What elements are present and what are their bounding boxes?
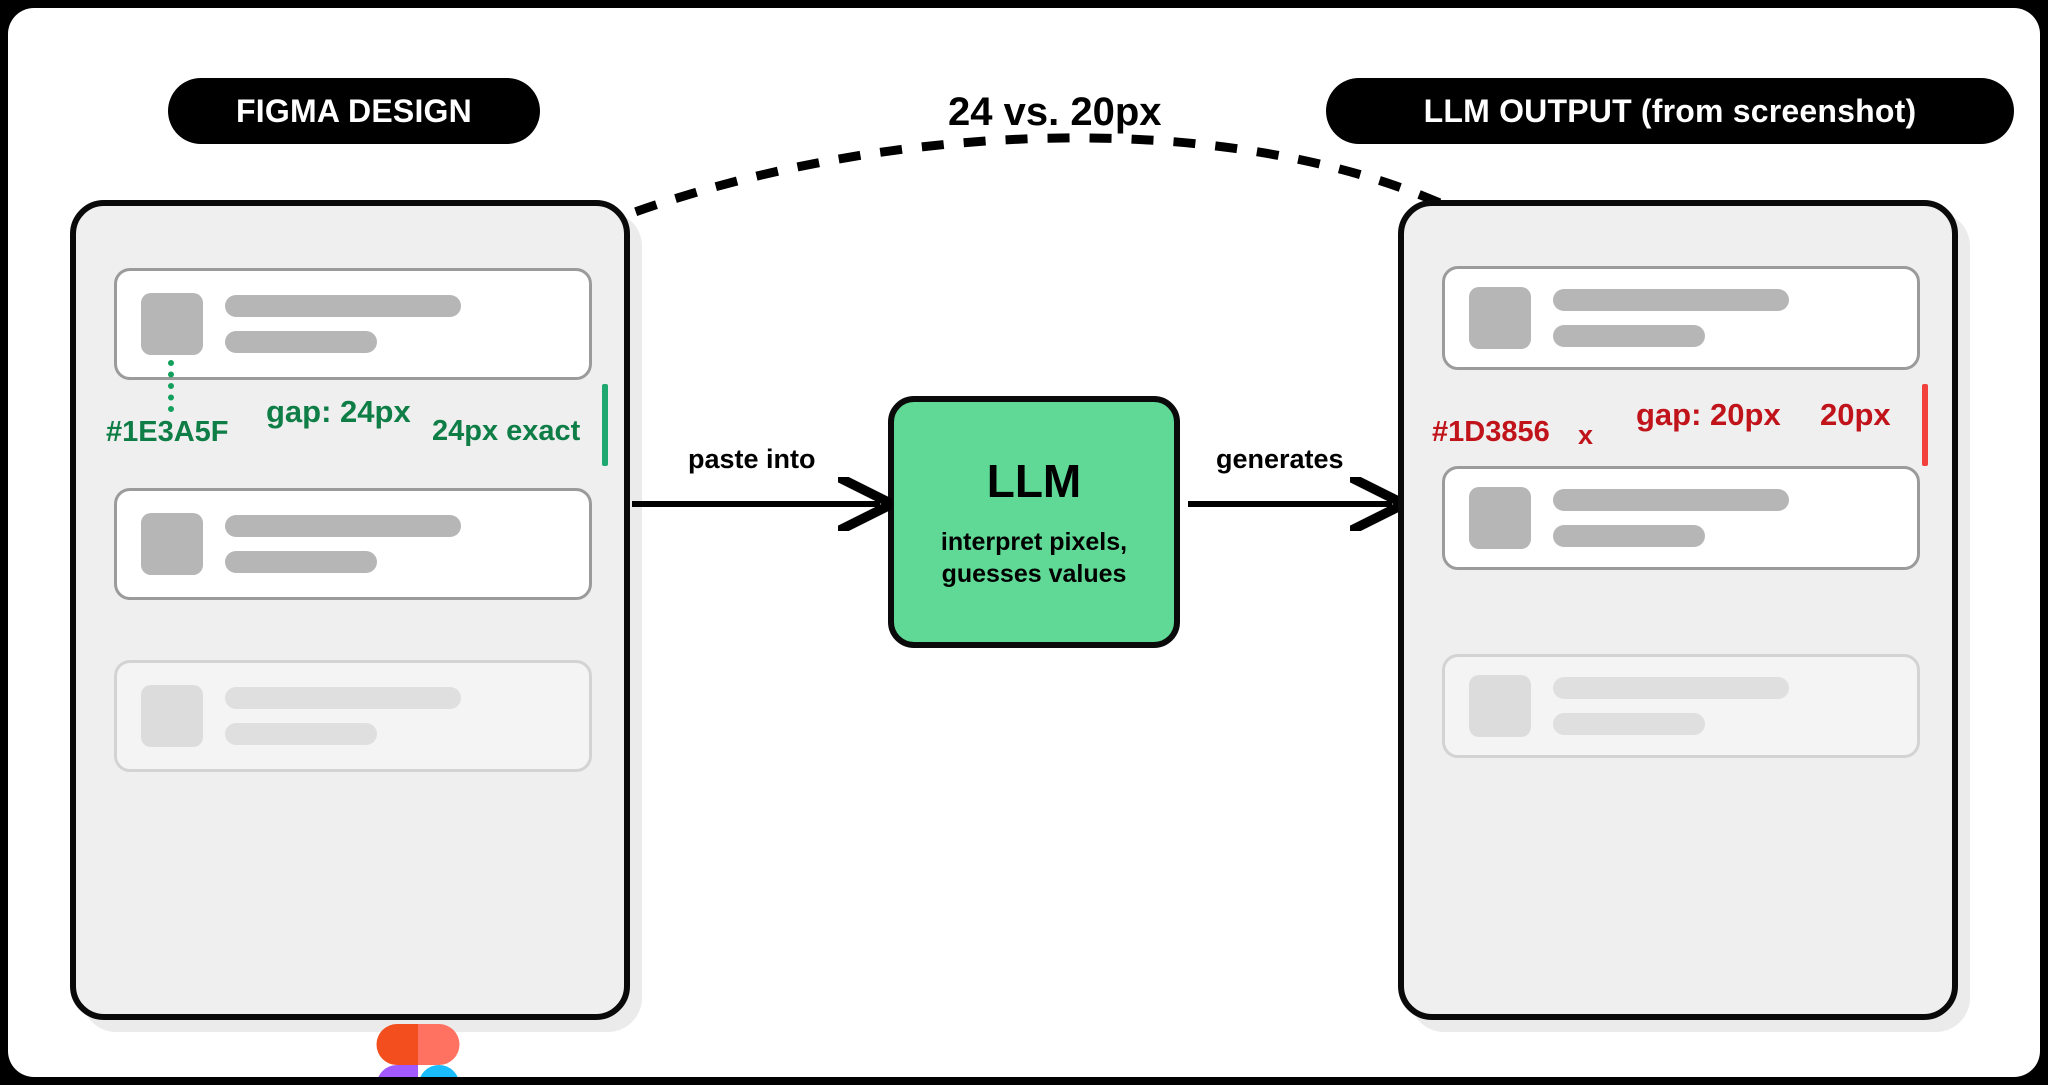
placeholder-bar-long <box>1553 489 1789 511</box>
placeholder-bar-short <box>225 331 377 353</box>
avatar <box>1469 675 1531 737</box>
llm-process-box: LLM interpret pixels, guesses values <box>888 396 1180 648</box>
placeholder-bar-long <box>225 295 461 317</box>
measure-bar-red <box>1922 384 1928 466</box>
figma-design-panel <box>70 200 630 1077</box>
color-guide-dotted-line <box>168 360 174 412</box>
text-placeholder-group <box>1553 489 1789 547</box>
list-item <box>1442 266 1920 370</box>
text-placeholder-group <box>1553 289 1789 347</box>
annotation-hex-mark: x <box>1578 420 1594 450</box>
text-placeholder-group <box>225 687 461 745</box>
text-placeholder-group <box>225 295 461 353</box>
list-item <box>114 268 592 380</box>
avatar <box>1469 287 1531 349</box>
list-item <box>114 660 592 772</box>
placeholder-bar-long <box>1553 289 1789 311</box>
placeholder-bar-long <box>225 687 461 709</box>
llm-output-panel <box>1398 200 1958 1020</box>
figma-logo <box>376 1024 460 1077</box>
placeholder-bar-long <box>225 515 461 537</box>
placeholder-bar-short <box>1553 525 1705 547</box>
annotation-hex-right: #1D3856 <box>1432 416 1550 448</box>
llm-subtitle: interpret pixels, guesses values <box>940 528 1128 588</box>
diagram-canvas: FIGMA DESIGN LLM OUTPUT (from screenshot… <box>8 8 2040 1077</box>
annotation-hex-left: #1E3A5F <box>106 416 229 448</box>
badge-figma-design: FIGMA DESIGN <box>168 78 540 144</box>
annotation-gap-right: gap: 20px <box>1636 397 1781 432</box>
flow-label-generates: generates <box>1216 444 1344 474</box>
text-placeholder-group <box>225 515 461 573</box>
text-placeholder-group <box>1553 677 1789 735</box>
annotation-px-right: 20px <box>1820 397 1891 432</box>
list-item <box>1442 466 1920 570</box>
list-item <box>1442 654 1920 758</box>
placeholder-bar-long <box>1553 677 1789 699</box>
llm-title: LLM <box>986 455 1082 507</box>
annotation-exact-left: 24px exact <box>432 415 581 447</box>
placeholder-bar-short <box>1553 713 1705 735</box>
list-item <box>114 488 592 600</box>
placeholder-bar-short <box>225 551 377 573</box>
avatar <box>141 293 203 355</box>
avatar <box>1469 487 1531 549</box>
flow-label-paste-into: paste into <box>688 444 816 474</box>
placeholder-bar-short <box>1553 325 1705 347</box>
avatar <box>141 513 203 575</box>
badge-figma-design-label: FIGMA DESIGN <box>236 92 472 129</box>
badge-llm-output-label: LLM OUTPUT (from screenshot) <box>1423 92 1917 129</box>
measure-bar-green <box>602 384 608 466</box>
avatar <box>141 685 203 747</box>
annotation-gap-left: gap: 24px <box>266 394 411 429</box>
placeholder-bar-short <box>225 723 377 745</box>
arc-comparison-label: 24 vs. 20px <box>948 90 1162 134</box>
badge-llm-output: LLM OUTPUT (from screenshot) <box>1326 78 2014 144</box>
